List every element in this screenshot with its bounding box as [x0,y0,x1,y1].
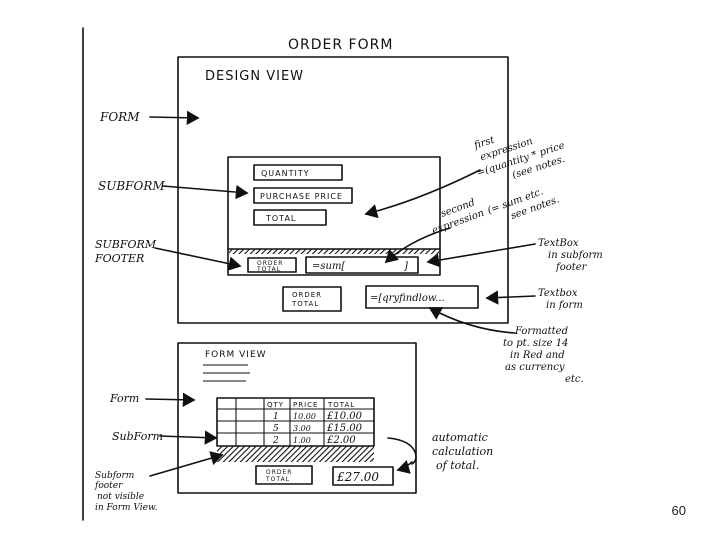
fv-label-subform: SubForm [112,430,163,443]
note-formatted-5: etc. [565,374,584,385]
fv-arrow-automatic [396,459,413,474]
note-textbox-form-2: in form [546,300,583,311]
note-textbox-subform-2: in subform [548,250,603,261]
arrow-subform-footer [154,247,242,271]
row1-price: 10.00 [293,412,316,421]
row2-total: £15.00 [326,423,363,434]
form-order-total-box [282,286,342,312]
note-formatted-4: as currency [505,362,565,373]
label-subform-footer-2: FOOTER [94,252,144,265]
form-total-expression: =[qryfindlow... [370,293,445,304]
design-view-frame [177,56,509,324]
form-order-total-line1: ORDER [292,291,322,299]
note-textbox-form-1: Textbox [538,288,578,299]
form-total-textbox [365,285,479,309]
fv-arrow-footer [149,451,224,477]
page-number: 60 [671,503,686,518]
purchase-price-field [253,187,353,204]
note-automatic-1: automatic [432,431,488,444]
sketch-title: ORDER FORM [288,37,393,53]
subform-footer-hatch [229,249,439,254]
note-formatted-3: in Red and [510,350,565,361]
fv-label-footer-2: footer [94,481,123,491]
design-view-label: DESIGN VIEW [205,69,304,84]
fv-label-footer-1: Subform [95,471,134,481]
note-textbox-subform-1: TextBox [538,238,579,249]
footer-order-total-line1: ORDER [257,260,283,267]
fv-arrow-subform [159,430,218,445]
fv-label-form: Form [109,392,139,405]
footer-sum-expression: =sum[ [312,261,345,272]
note-textbox-subform-3: footer [555,262,588,273]
arrow-form [149,110,200,125]
footer-sum-bracket: ] [403,261,408,272]
note-automatic-3: of total. [436,459,479,472]
footer-order-total-box [247,257,297,273]
col-price-header: PRICE [293,401,318,409]
fv-order-total-value: £27.00 [336,470,379,484]
arrow-first-expression [364,169,481,219]
total-field [253,209,327,226]
col-qty-header: QTY [267,401,284,409]
calc-brace [387,437,417,465]
note-formatted-1: Formatted [514,326,568,337]
form-view-label: FORM VIEW [205,350,267,360]
col-total-header: TOTAL [327,401,355,409]
arrow-textbox-form [485,290,536,305]
note-formatted-2: to pt. size 14 [503,338,568,349]
arrow-subform [162,184,249,200]
quantity-field [253,164,343,181]
row2-price: 3.00 [293,424,311,433]
arrow-formatted [428,307,516,334]
row3-qty: 2 [272,436,279,446]
footer-order-total-line2: TOTAL [256,266,281,273]
fv-order-total-line2: TOTAL [265,476,290,483]
label-form: FORM [99,110,140,124]
row3-total: £2.00 [326,435,356,446]
subform-box [227,156,441,276]
form-view-frame [177,342,417,494]
arrow-textbox-subform [426,243,536,268]
fv-label-footer-4: in Form View. [95,503,158,513]
fv-order-total-value-box [332,466,394,486]
footer-sum-textbox [305,256,419,274]
fv-order-total-box [255,465,313,485]
fv-arrow-form [145,392,196,407]
note-automatic-2: calculation [432,445,493,458]
arrow-second-expression [384,227,451,264]
label-subform: SUBFORM [98,179,165,193]
purchase-price-field-label: PURCHASE PRICE [260,192,343,201]
fv-order-total-line1: ORDER [266,469,292,476]
row3-price: 1.00 [293,436,311,445]
label-subform-footer-1: SUBFORM [95,238,157,251]
fv-label-footer-3: not visible [97,492,144,502]
quantity-field-label: QUANTITY [261,169,310,178]
form-order-total-line2: TOTAL [291,300,319,308]
form-view-hatch [217,446,374,462]
row1-qty: 1 [273,412,279,422]
total-field-label: TOTAL [265,214,296,223]
row1-total: £10.00 [326,411,363,422]
row2-qty: 5 [273,424,279,434]
